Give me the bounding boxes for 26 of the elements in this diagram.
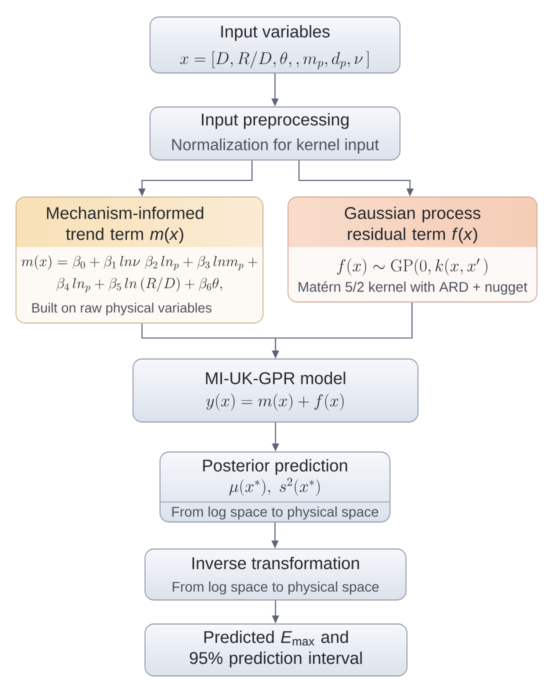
formula: $y(x) = m(x) + f(x)$ — [206, 394, 344, 410]
box-note: Matérn 5/2 kernel with ARD + nugget — [298, 281, 528, 295]
box-note: Built on raw physical variables — [32, 302, 212, 316]
box-note: From log space to physical space — [172, 581, 379, 595]
box-heading: MI-UK-GPR model — [206, 372, 346, 384]
process-box — [132, 358, 418, 422]
process-box — [150, 106, 400, 160]
formula: $x = [D, R/D, \theta,, m_p, d_p, \nu\,]$ — [180, 51, 368, 69]
formula: $\mu(x^{*}),\ s^{2}(x^{*})$ — [229, 478, 320, 496]
box-heading: Predicted E$_{max}$ and 95% prediction interval — [190, 630, 362, 668]
box-heading: Input preprocessing — [202, 113, 349, 129]
box-heading: Inverse transformation — [192, 556, 359, 570]
process-box — [150, 16, 400, 74]
process-box — [160, 452, 390, 522]
box-heading: Posterior prediction — [203, 459, 348, 475]
process-box — [144, 624, 408, 676]
box-heading: Input variables — [221, 25, 330, 41]
process-box — [16, 196, 264, 324]
formula: $m(x) = \beta_0 + \beta_1\, ln\nu\;\beta_2\, ln_p + \beta_3\, lnm_p + \beta_4\, ln_p + \beta_5\, ln\,(R/D) + \beta_6\theta,$ — [22, 255, 258, 292]
process-box — [288, 196, 538, 302]
process-box — [144, 548, 406, 600]
box-heading: Gaussian process residual term f(x) — [344, 206, 480, 244]
box-note: Normalization for kernel input — [172, 138, 379, 154]
box-heading: Mechanism-informed trend term m(x) — [47, 206, 204, 244]
box-note: From log space to physical space — [172, 506, 378, 520]
formula: $f(x) \sim \mathrm{GP}(0, k(x, x'\,)$ — [337, 258, 488, 276]
